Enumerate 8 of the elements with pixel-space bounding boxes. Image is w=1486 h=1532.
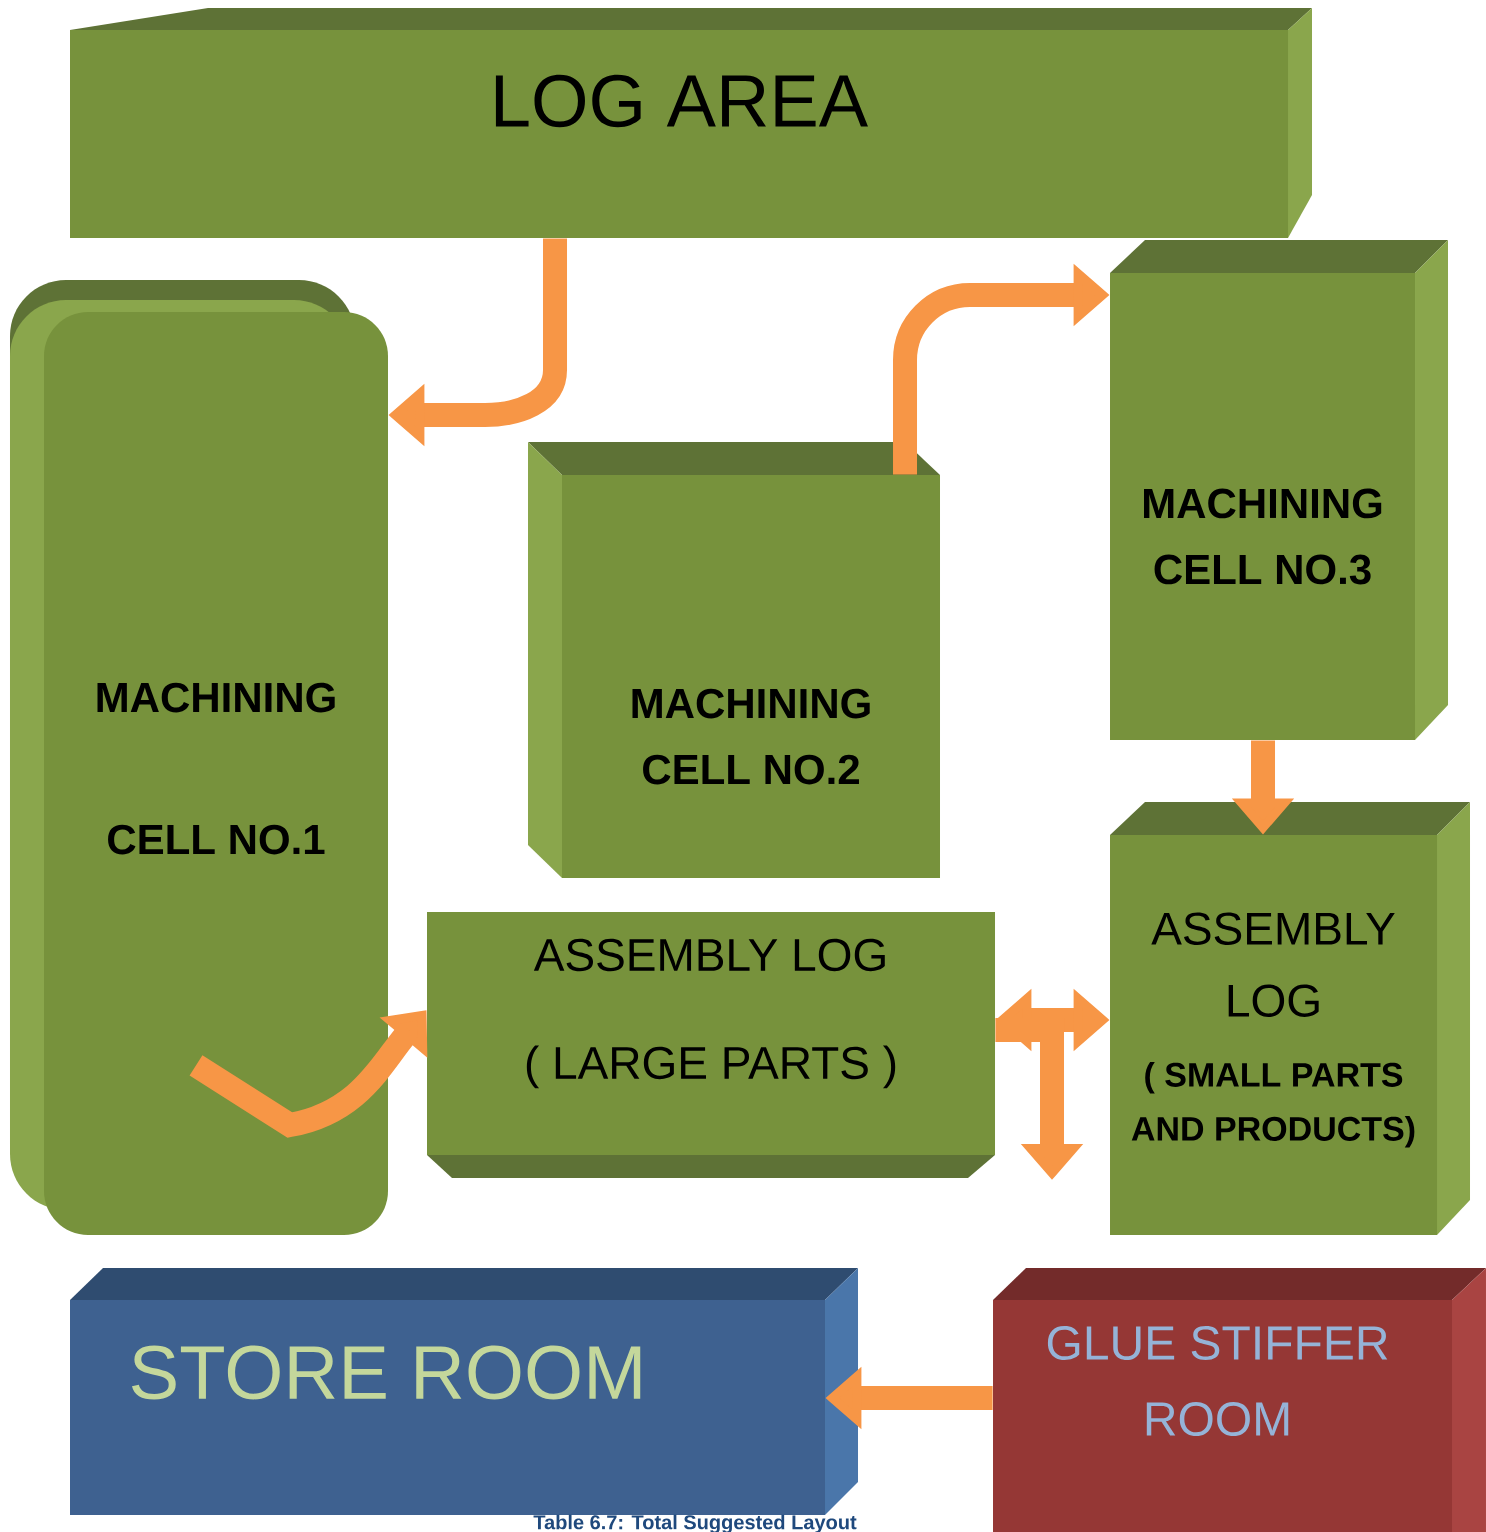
room-box: STORE ROOM: [70, 1268, 858, 1515]
room-box: ASSEMBLY LOG ( SMALL PARTS AND PRODUCTS): [1110, 802, 1470, 1235]
room-box: MACHINING CELL NO.2: [528, 442, 940, 878]
room-box: ASSEMBLY LOG ( LARGE PARTS ): [427, 912, 995, 1178]
room-box: MACHINING CELL NO.1: [10, 280, 388, 1235]
room-box: LOG AREA: [70, 8, 1312, 238]
room-box: GLUE STIFFER ROOM: [993, 1268, 1486, 1532]
room-box: MACHINING CELL NO.3: [1110, 240, 1448, 740]
